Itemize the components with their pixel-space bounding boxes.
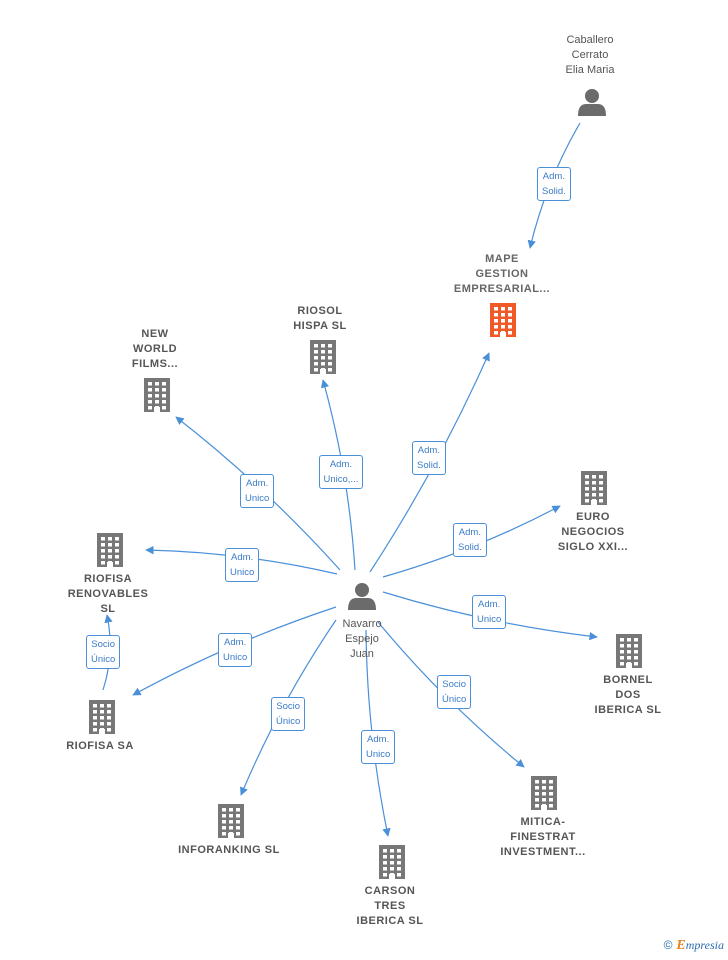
building-icon-mape[interactable] xyxy=(490,303,516,337)
node-label-line: TRES xyxy=(374,900,406,912)
building-icon-riosol[interactable] xyxy=(310,340,336,374)
node-label-line: Caballero xyxy=(566,34,614,46)
edge-label-line: Adm. xyxy=(367,734,390,745)
node-label-line: RIOFISA SA xyxy=(66,740,134,752)
node-label-line: RENOVABLES xyxy=(67,588,149,600)
node-label-line: BORNEL xyxy=(603,674,653,686)
node-label-line: NEGOCIOS xyxy=(561,526,625,538)
node-label-line: SL xyxy=(100,603,116,615)
edge-label-line: Adm. xyxy=(478,599,501,610)
node-label-line: CARSON xyxy=(364,885,416,897)
edge-label-line: Adm. xyxy=(231,552,254,563)
brand-name: mpresia xyxy=(685,938,724,952)
node-label-carson[interactable]: CARSON TRES IBERICA SL xyxy=(315,884,465,929)
edge-label-navarro-to-newworld[interactable]: Adm. Unico xyxy=(240,474,275,508)
person-icon-caballero[interactable] xyxy=(578,89,606,116)
node-label-line: DOS xyxy=(615,689,641,701)
edge-label-navarro-to-riofisa[interactable]: Adm. Unico xyxy=(218,633,253,667)
edge-label-line: Adm. xyxy=(224,637,247,648)
edge-label-line: Adm. xyxy=(417,445,440,456)
node-label-euro[interactable]: EURO NEGOCIOS SIGLO XXI... xyxy=(518,510,668,555)
node-label-line: INVESTMENT... xyxy=(500,846,586,858)
edge-label-line: Adm. xyxy=(542,171,565,182)
node-label-riofisa[interactable]: RIOFISA SA xyxy=(25,739,175,754)
edge-label-line: Unico xyxy=(245,493,270,504)
node-label-line: RIOSOL xyxy=(297,305,343,317)
empresia-watermark[interactable]: ©Empresia xyxy=(664,938,724,954)
edge-label-line: Unico,... xyxy=(323,474,359,485)
node-label-line: INFORANKING SL xyxy=(178,844,280,856)
edge-label-line: Unico xyxy=(366,749,391,760)
edge-label-line: Adm. xyxy=(458,527,481,538)
node-label-line: FINESTRAT xyxy=(510,831,576,843)
edge-label-line: Único xyxy=(276,716,301,727)
node-label-bornel[interactable]: BORNEL DOS IBERICA SL xyxy=(553,673,703,718)
node-label-line: WORLD xyxy=(132,343,178,355)
person-icon-navarro[interactable] xyxy=(348,583,376,610)
edge-label-navarro-to-mape[interactable]: Adm. Solid. xyxy=(412,441,446,475)
edge-label-line: Unico xyxy=(223,652,248,663)
building-icon-carson[interactable] xyxy=(379,845,405,879)
edge-label-line: Unico xyxy=(477,614,502,625)
edge-label-line: Unico xyxy=(230,567,255,578)
node-label-line: Juan xyxy=(350,648,374,660)
node-label-line: SIGLO XXI... xyxy=(557,541,629,553)
node-label-line: MAPE xyxy=(485,253,519,265)
edge-label-navarro-to-riofisaren[interactable]: Adm. Unico xyxy=(225,548,260,582)
building-icon-newworld[interactable] xyxy=(144,378,170,412)
node-label-line: IBERICA SL xyxy=(594,704,662,716)
brand-initial: E xyxy=(676,938,686,953)
edge-label-line: Adm. xyxy=(246,478,269,489)
building-icon-inforanking[interactable] xyxy=(218,804,244,838)
node-label-line: EMPRESARIAL... xyxy=(453,283,551,295)
building-icon-euro[interactable] xyxy=(581,471,607,505)
edge-label-navarro-to-riosol[interactable]: Adm. Unico,... xyxy=(318,455,364,489)
node-label-newworld[interactable]: NEW WORLD FILMS... xyxy=(80,327,230,372)
node-label-line: MITICA- xyxy=(520,816,566,828)
edge-label-caballero-to-mape[interactable]: Adm. Solid. xyxy=(537,167,571,201)
edge-label-line: Único xyxy=(442,694,467,705)
node-label-line: Elia Maria xyxy=(565,64,615,76)
edge-label-navarro-to-bornel[interactable]: Adm. Unico xyxy=(472,595,507,629)
node-label-line: Cerrato xyxy=(571,49,609,61)
node-label-line: RIOFISA xyxy=(83,573,133,585)
node-label-inforanking[interactable]: INFORANKING SL xyxy=(154,843,304,858)
node-label-mape[interactable]: MAPE GESTION EMPRESARIAL... xyxy=(427,252,577,297)
edge-label-line: Solid. xyxy=(458,542,482,553)
edge-label-line: Solid. xyxy=(417,460,441,471)
node-label-line: FILMS... xyxy=(131,358,179,370)
node-label-line: Navarro xyxy=(342,618,382,630)
edge-label-line: Socio xyxy=(91,639,116,650)
building-icon-riofisa[interactable] xyxy=(89,700,115,734)
node-label-line: IBERICA SL xyxy=(356,915,424,927)
node-label-line: EURO xyxy=(576,511,610,523)
building-icon-riofisaren[interactable] xyxy=(97,533,123,567)
node-label-riofisaren[interactable]: RIOFISA RENOVABLES SL xyxy=(33,572,183,617)
edge-label-line: Único xyxy=(91,654,116,665)
copyright-symbol: © xyxy=(663,938,673,952)
edge-label-line: Socio xyxy=(442,679,467,690)
edge-label-navarro-to-euro[interactable]: Adm. Solid. xyxy=(453,523,487,557)
node-label-riosol[interactable]: RIOSOL HISPA SL xyxy=(245,304,395,334)
node-label-mitica[interactable]: MITICA- FINESTRAT INVESTMENT... xyxy=(468,815,618,860)
building-icon-mitica[interactable] xyxy=(531,776,557,810)
edge-label-line: Socio xyxy=(276,701,301,712)
node-label-line: GESTION xyxy=(475,268,529,280)
node-label-line: NEW xyxy=(141,328,169,340)
building-icon-bornel[interactable] xyxy=(616,634,642,668)
edge-label-line: Solid. xyxy=(542,186,566,197)
nodes-layer xyxy=(89,89,642,879)
edge-label-navarro-to-carson[interactable]: Adm. Unico xyxy=(361,730,396,764)
node-label-line: HISPA SL xyxy=(293,320,347,332)
edge-label-line: Adm. xyxy=(329,459,353,470)
node-label-line: Espejo xyxy=(345,633,379,645)
